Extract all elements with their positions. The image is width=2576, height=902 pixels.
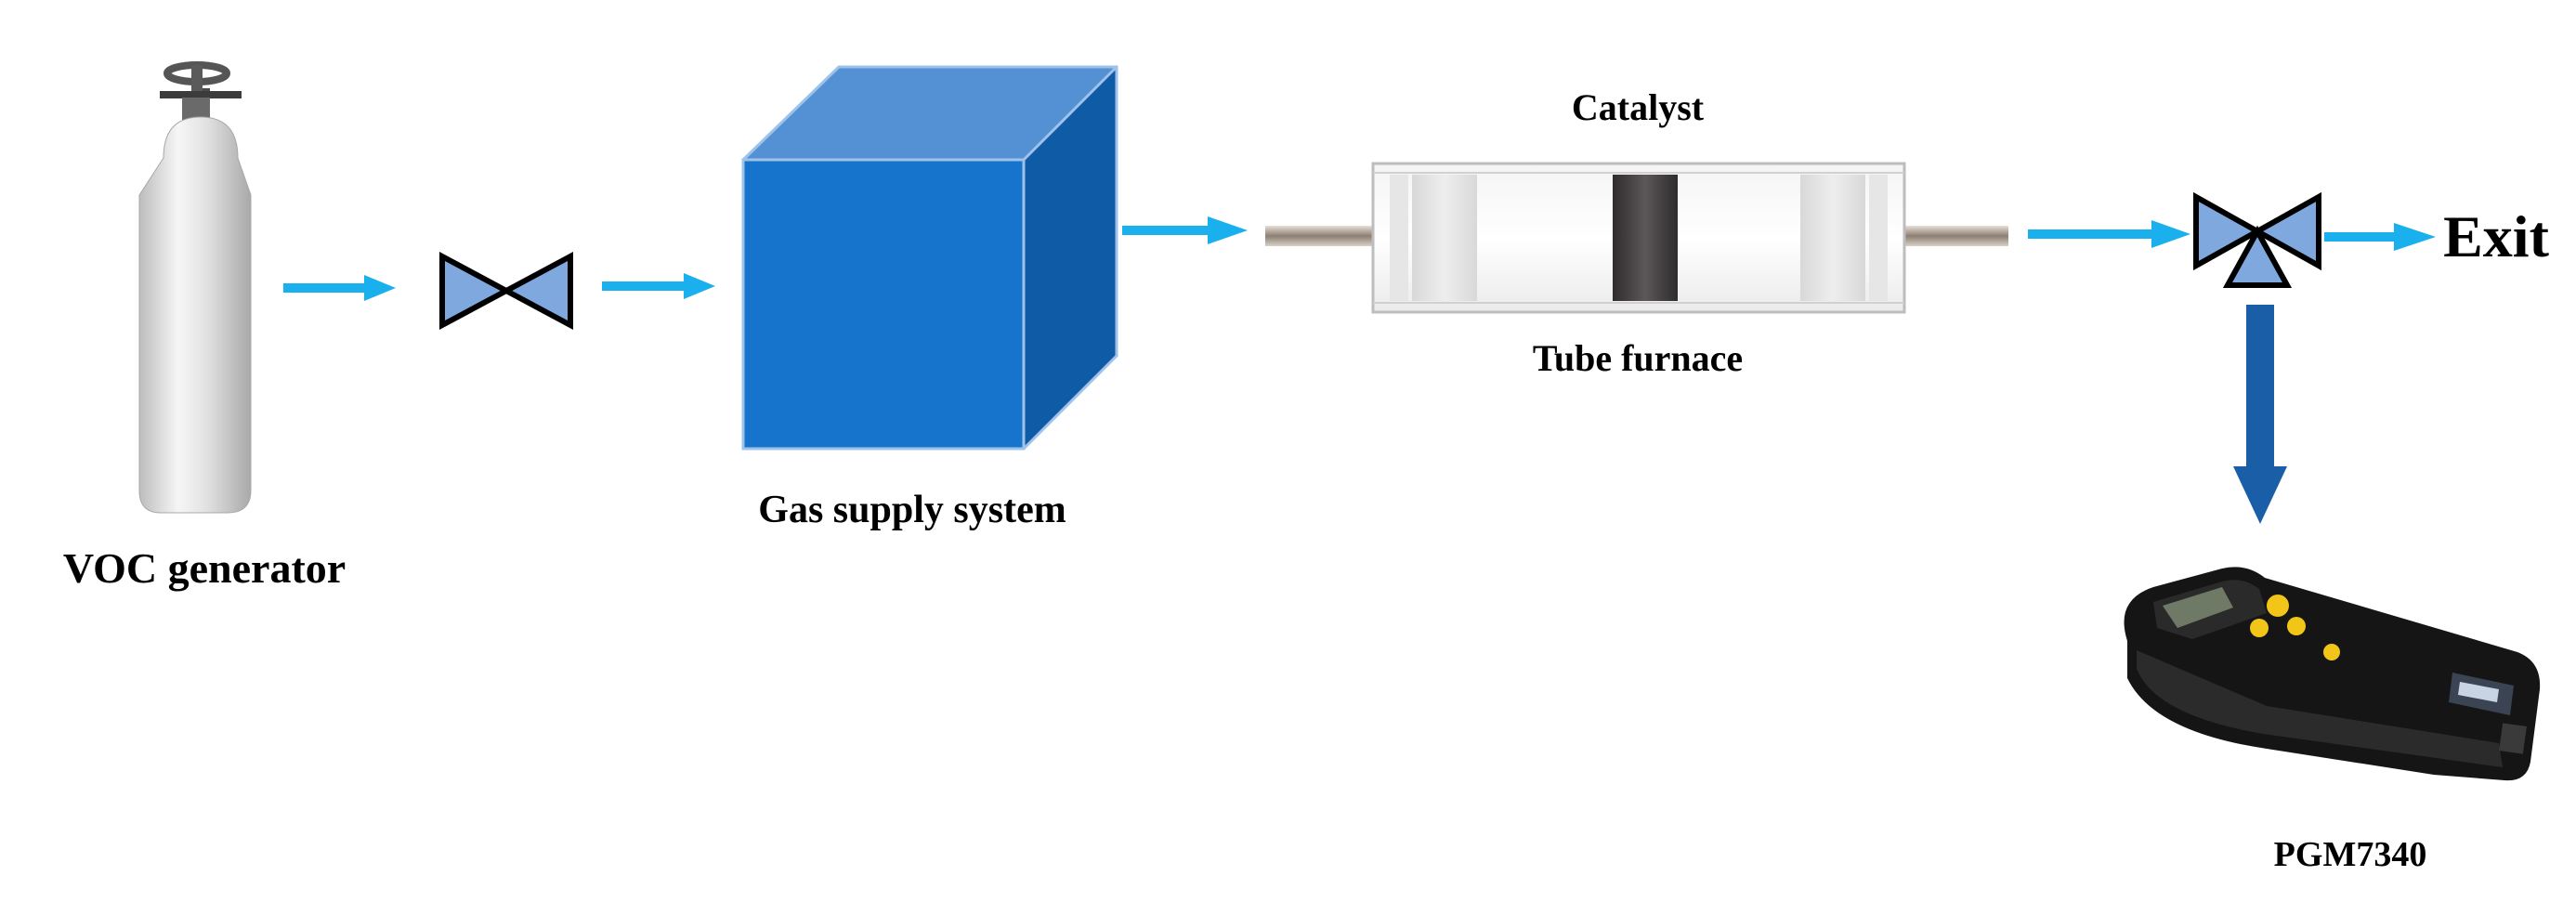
tube-furnace-label: Tube furnace <box>1532 337 1744 379</box>
flow-arrow <box>1122 216 1248 244</box>
pgm-label: PGM7340 <box>2273 835 2427 874</box>
two-way-valve-icon <box>439 251 573 331</box>
gas-supply-system-label: Gas supply system <box>758 489 1066 531</box>
flow-arrow <box>602 273 715 299</box>
exit-label: Exit <box>2443 203 2549 269</box>
flow-arrow <box>283 275 396 301</box>
three-way-valve-icon <box>2193 191 2321 288</box>
catalyst-label: Catalyst <box>1571 86 1705 128</box>
handheld-detector-icon <box>2124 567 2541 781</box>
catalyst-bed <box>1613 175 1678 301</box>
gas-cylinder-icon <box>138 61 252 514</box>
cube-icon <box>741 65 1118 451</box>
flow-arrow <box>2324 223 2436 251</box>
down-arrow <box>2233 305 2287 524</box>
voc-generator-label: VOC generator <box>62 544 347 592</box>
flow-arrow <box>2028 220 2190 248</box>
